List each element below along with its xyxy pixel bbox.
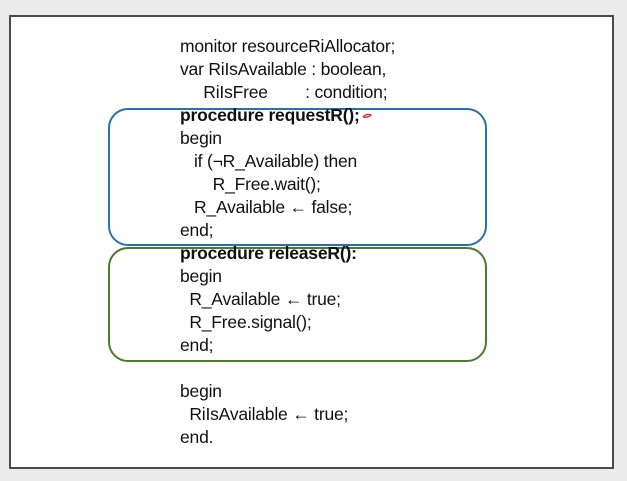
code-line-release-assign: R_Available ← true; [180,289,341,309]
code-line-request-wait: R_Free.wait(); [180,174,321,194]
code-line-request-header: procedure requestR(); [180,105,360,125]
code-line-init-end: end. [180,427,214,447]
code-line-release-end: end; [180,335,214,355]
request-procedure-highlight [108,108,487,246]
code-line-request-if: if (¬R_Available) then [180,151,358,171]
code-line-request-assign: R_Available ← false; [180,197,353,217]
code-line-request-begin: begin [180,128,222,148]
code-line-var-free: RiIsFree : condition; [180,82,388,102]
code-line-init-assign: RiIsAvailable ← true; [180,404,349,424]
pen-mark-icon [362,113,372,118]
code-line-blank [180,357,395,380]
code-line-release-header: procedure releaseR(): [180,243,357,263]
code-line-init-begin: begin [180,381,222,401]
code-line-release-begin: begin [180,266,222,286]
monitor-code-block: monitor resourceRiAllocator; var RiIsAva… [180,35,395,449]
code-line-monitor-declaration: monitor resourceRiAllocator; [180,36,396,56]
slide: monitor resourceRiAllocator; var RiIsAva… [9,15,614,469]
code-line-request-header-row: procedure requestR(); [180,104,395,127]
code-line-var-available: var RiIsAvailable : boolean, [180,59,387,79]
code-line-request-end: end; [180,220,214,240]
release-procedure-highlight [108,247,487,362]
code-line-release-signal: R_Free.signal(); [180,312,312,332]
